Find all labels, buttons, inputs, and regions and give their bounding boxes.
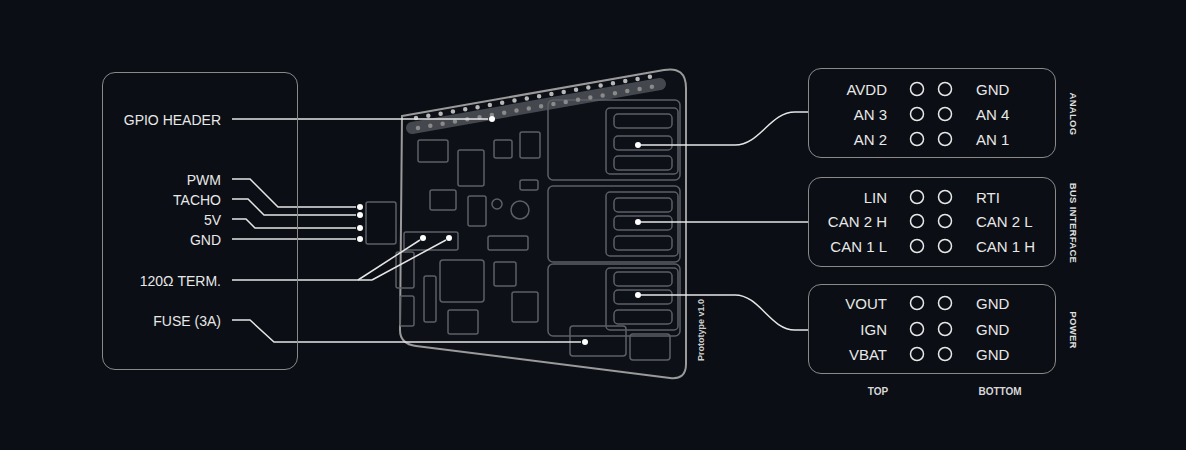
column-heading: TOP	[868, 386, 888, 398]
pin-name: GND	[976, 295, 1009, 313]
pin-name: AN 2	[854, 131, 887, 149]
leader-lines	[232, 112, 808, 342]
group-heading: ANALOG	[1067, 93, 1079, 136]
side-label: 5V	[204, 211, 221, 229]
side-label: TACHO	[173, 191, 221, 209]
side-label: PWM	[187, 171, 221, 189]
pcb-board	[366, 69, 686, 378]
pin-name: GND	[976, 321, 1009, 339]
pin-name: VOUT	[845, 295, 887, 313]
pin-circles	[911, 83, 952, 361]
group-heading: POWER	[1067, 311, 1079, 348]
pin-name: CAN 2 H	[828, 213, 887, 231]
pin-name: AVDD	[846, 81, 887, 99]
leader-dots	[357, 116, 641, 345]
pin-name: GND	[976, 81, 1009, 99]
gpio-pins	[416, 76, 656, 128]
pin-name: CAN 1 H	[976, 238, 1035, 256]
pin-name: CAN 2 L	[976, 213, 1033, 231]
pin-name: AN 1	[976, 131, 1009, 149]
pin-name: VBAT	[849, 346, 887, 364]
connector-box: BUS INTERFACELINRTICAN 2 HCAN 2 LCAN 1 L…	[808, 177, 1056, 267]
pin-name: AN 3	[854, 106, 887, 124]
side-label: FUSE (3A)	[153, 312, 221, 330]
side-label: GND	[190, 231, 221, 249]
pin-name: LIN	[864, 189, 887, 207]
group-heading: BUS INTERFACE	[1067, 183, 1079, 263]
side-label: 120Ω TERM.	[140, 272, 221, 290]
callout-panel: GPIO HEADER PWM TACHO 5V GND 120Ω TERM. FUSE (…	[102, 72, 298, 370]
pin-name: IGN	[860, 321, 887, 339]
connector-box: POWERVOUTGNDIGNGNDVBATGND	[808, 284, 1056, 374]
column-heading: BOTTOM	[978, 386, 1021, 398]
pin-name: AN 4	[976, 106, 1009, 124]
side-label: GPIO HEADER	[124, 111, 221, 129]
pin-name: CAN 1 L	[830, 238, 887, 256]
pin-name: GND	[976, 346, 1009, 364]
pin-name: RTI	[976, 189, 1000, 207]
board-version: Prototype v1.0	[695, 299, 707, 361]
connector-box: ANALOGAVDDGNDAN 3AN 4AN 2AN 1	[808, 68, 1056, 158]
